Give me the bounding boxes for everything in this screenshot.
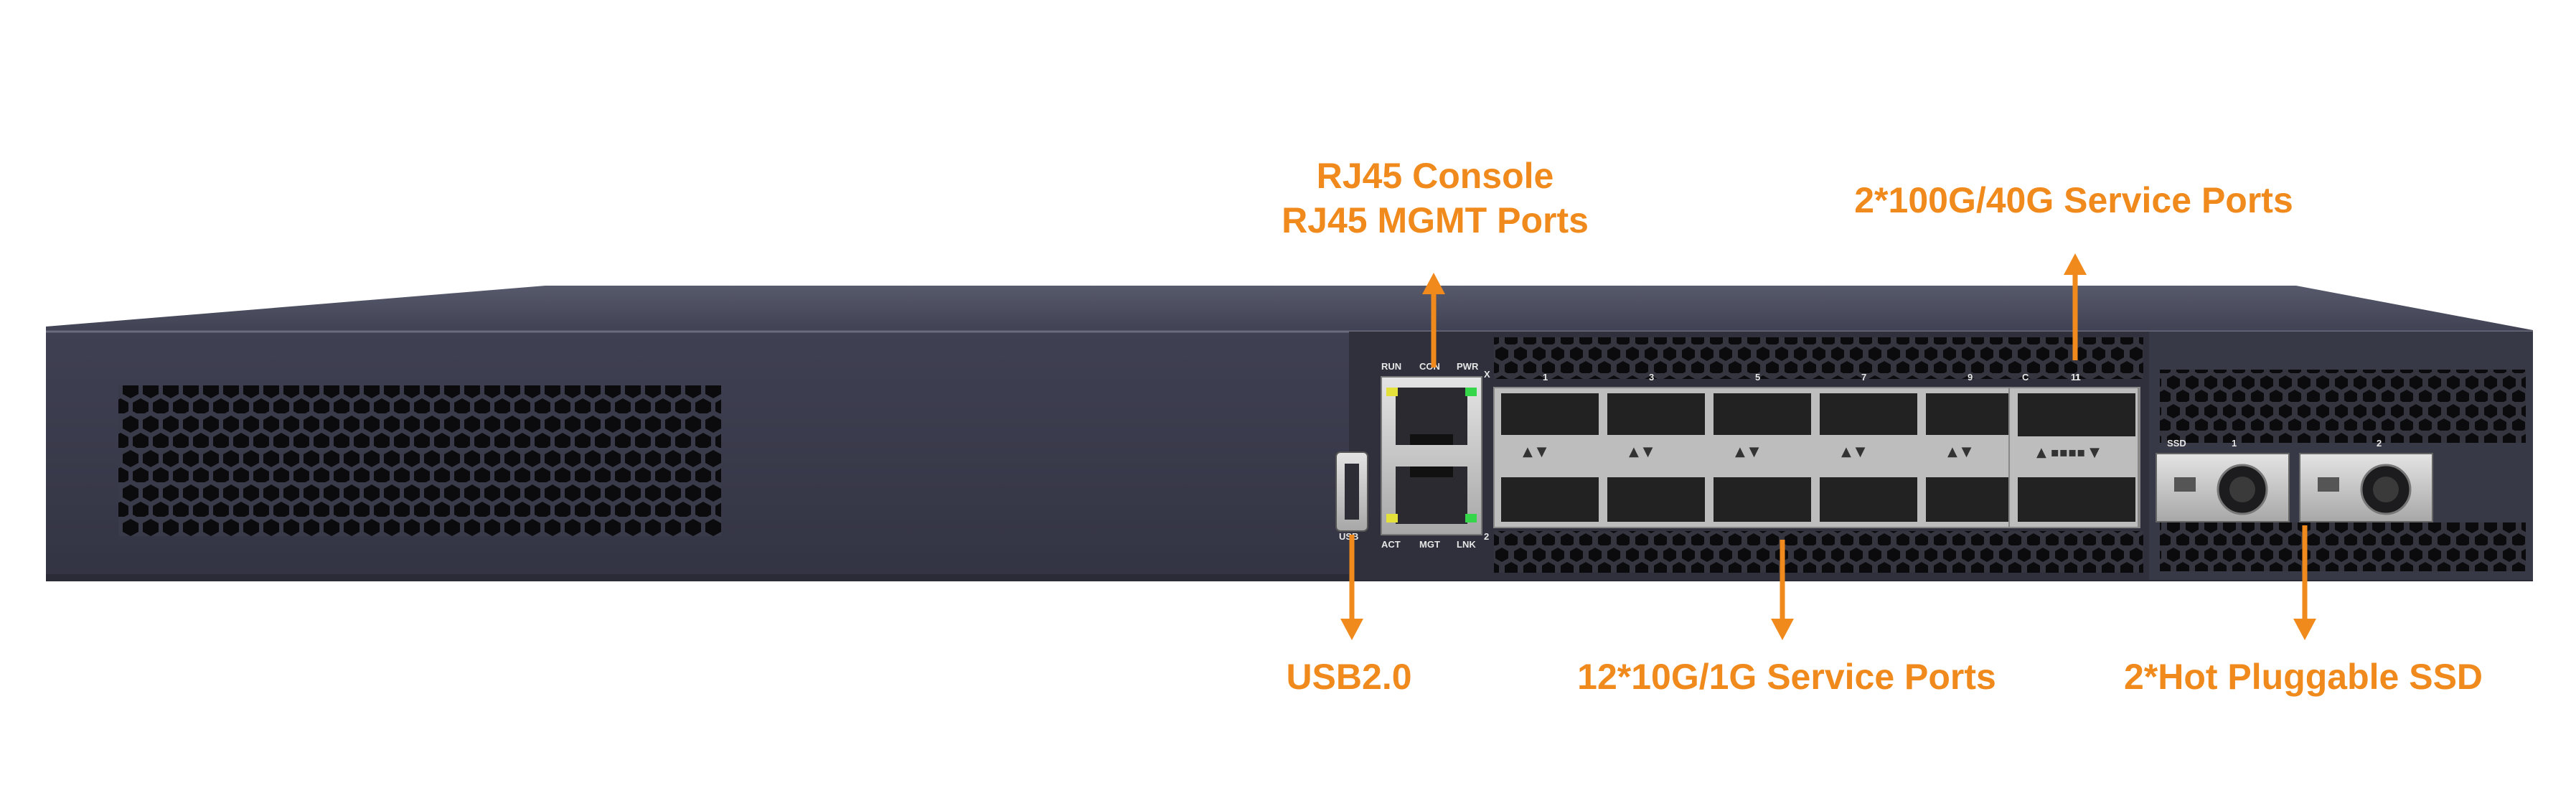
qsfp-1-label: 1 <box>2075 372 2080 383</box>
lnk-led <box>1465 514 1477 522</box>
sfp-port-7[interactable] <box>1820 393 1917 522</box>
ssd-bay-2[interactable] <box>2299 453 2433 522</box>
ssd-2-label: 2 <box>2377 438 2382 449</box>
usb-port[interactable] <box>1335 451 1368 532</box>
pwr-label: PWR <box>1457 361 1479 372</box>
callout-ssd: 2*Hot Pluggable SSD <box>2123 657 2483 697</box>
left-vent-grille <box>118 385 721 536</box>
sfp-port-5[interactable] <box>1714 393 1811 522</box>
mgt-label: MGT <box>1419 539 1440 550</box>
sfp-port-9[interactable] <box>1926 393 2023 522</box>
callout-rj45-line1: RJ45 Console <box>1316 156 1554 196</box>
arrow-up-icon <box>2064 253 2087 360</box>
sfp-num-9: 9 <box>1968 372 1973 383</box>
act-led <box>1386 514 1398 522</box>
svg-text:▲ ▼: ▲ ▼ <box>1629 444 1653 459</box>
sfp-num-5: 5 <box>1755 372 1760 383</box>
sfp-x-label: X <box>1484 369 1490 380</box>
rj45-console-port[interactable] <box>1396 388 1467 445</box>
callout-rj45: RJ45 Console RJ45 MGMT Ports <box>1263 154 1607 243</box>
qsfp-status-leds: ▲ ▪▪▪▪ ▼ <box>2036 445 2100 460</box>
con-label: CON <box>1419 361 1440 372</box>
sfp-num-3: 3 <box>1649 372 1654 383</box>
sfp-num-7: 7 <box>1861 372 1866 383</box>
svg-text:▲ ▼: ▲ ▼ <box>1841 444 1866 459</box>
rj45-mgmt-port[interactable] <box>1396 467 1467 524</box>
callout-qsfp: 2*100G/40G Service Ports <box>1854 180 2293 220</box>
usb-port-label: USB <box>1339 531 1358 542</box>
qsfp-c-label: C <box>2022 372 2029 383</box>
sfp-num-11: 11 <box>2071 372 2081 383</box>
qsfp-port-1[interactable] <box>2018 393 2135 436</box>
svg-text:▲ ▼: ▲ ▼ <box>1523 444 1547 459</box>
sfp-port-3[interactable] <box>1607 393 1705 522</box>
callout-sfp: 12*10G/1G Service Ports <box>1577 657 1996 697</box>
callout-rj45-line2: RJ45 MGMT Ports <box>1282 200 1589 240</box>
io-module <box>1349 332 2533 580</box>
callout-usb: USB2.0 <box>1286 657 1412 697</box>
run-label: RUN <box>1381 361 1401 372</box>
arrow-down-icon <box>1771 540 1794 640</box>
sfp-num-1: 1 <box>1543 372 1548 383</box>
qsfp-port-2[interactable] <box>2018 477 2135 522</box>
run-led <box>1386 388 1398 396</box>
svg-text:▲ ▼: ▲ ▼ <box>1735 444 1759 459</box>
pwr-led <box>1465 388 1477 396</box>
arrow-up-icon <box>1422 273 1445 367</box>
arrow-down-icon <box>1340 535 1363 640</box>
act-label: ACT <box>1381 539 1401 550</box>
svg-text:▲ ▼: ▲ ▼ <box>1947 444 1972 459</box>
sfp-row2-label: 2 <box>1484 531 1489 542</box>
lnk-label: LNK <box>1457 539 1476 550</box>
sfp-port-1[interactable] <box>1501 393 1599 522</box>
ssd-bay-1[interactable] <box>2156 453 2290 522</box>
arrow-down-icon <box>2293 525 2316 640</box>
ssd-label: SSD <box>2167 438 2186 449</box>
ssd-1-label: 1 <box>2232 438 2237 449</box>
